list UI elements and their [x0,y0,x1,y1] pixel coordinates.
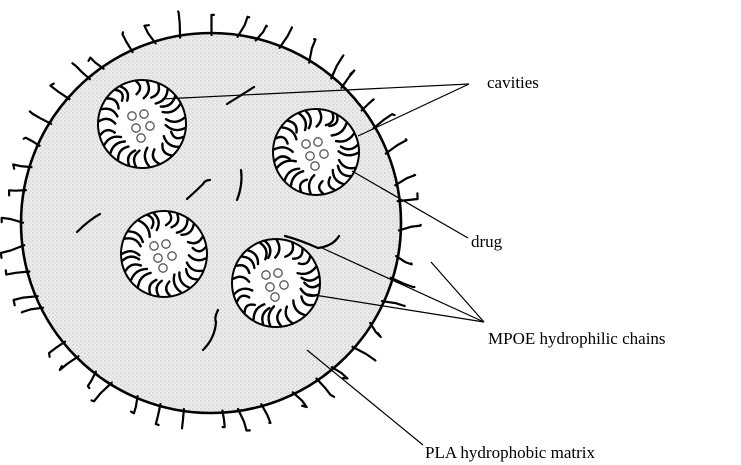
label-hydrophilic-chains: MPOE hydrophilic chains [488,329,666,348]
label-drug: drug [471,232,503,251]
outer-chain [386,139,407,153]
outer-chain [398,193,418,201]
cavity [121,211,207,297]
outer-chain [14,296,38,305]
outer-chain [88,372,96,389]
outer-chain [238,17,250,37]
outer-chain [395,175,415,185]
outer-chain [382,301,405,306]
outer-chain [309,39,315,62]
outer-chain [280,27,292,48]
outer-chain [238,409,250,431]
label-cavities: cavities [487,73,539,92]
outer-chain [261,404,270,423]
outer-chain [373,114,394,128]
outer-chain [24,138,40,146]
leader-chains-2 [431,262,484,322]
outer-chain [391,278,415,287]
outer-chain [342,71,355,88]
outer-chain [178,12,180,38]
outer-chain [60,356,79,370]
outer-chain [49,342,65,357]
cavity-boundary [232,239,320,327]
outer-chain [144,25,155,43]
outer-chain [331,55,343,78]
outer-chain [362,99,374,110]
leader-matrix [307,350,423,445]
label-hydrophobic-matrix: PLA hydrophobic matrix [425,443,595,462]
cavity [232,239,320,327]
outer-chain [50,84,69,100]
outer-chain [156,404,161,425]
cavity [273,109,359,195]
outer-chain [72,63,90,79]
outer-chain [131,396,138,413]
outer-chain [6,270,30,274]
outer-chain [317,379,335,397]
outer-chain [256,26,267,41]
outer-chain [123,32,133,52]
outer-chain [353,347,376,361]
cavity-boundary [273,109,359,195]
outer-chain [89,58,104,69]
outer-chain [370,323,381,337]
cavity [98,80,186,168]
cavity-boundary [98,80,186,168]
outer-chain [22,308,43,313]
outer-chain [92,383,112,402]
outer-chain [1,245,25,258]
outer-chain [293,392,307,407]
outer-chain [30,111,51,124]
leader-cavities-2 [358,84,469,136]
